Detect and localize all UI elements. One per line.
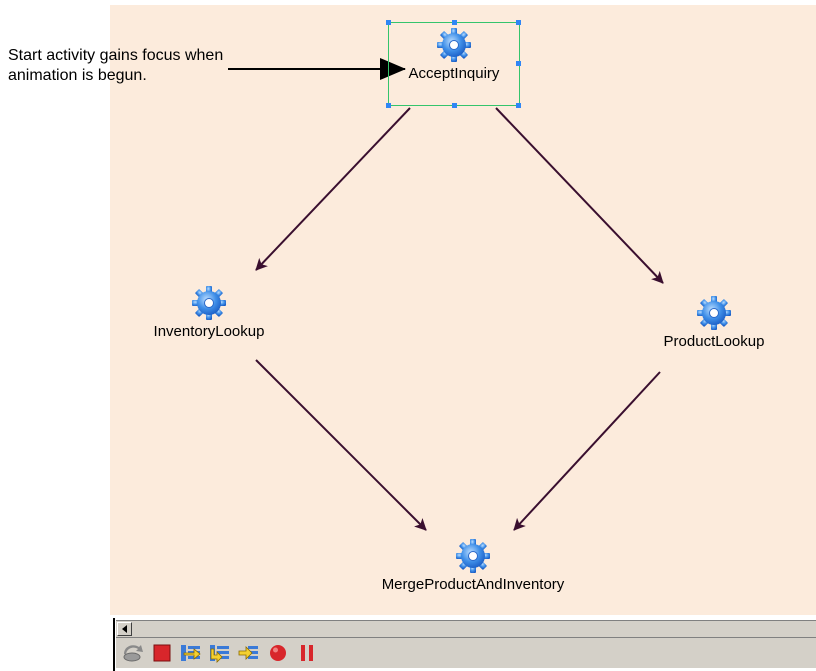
activity-merge-product-and-inventory[interactable]: MergeProductAndInventory	[338, 538, 608, 594]
selection-handle[interactable]	[516, 103, 521, 108]
step-over-button[interactable]	[209, 642, 231, 664]
animation-toolbar	[116, 638, 816, 668]
scroll-left-button[interactable]	[117, 622, 132, 636]
step-over-icon	[210, 645, 229, 663]
step-into-icon	[181, 645, 201, 661]
callout-line-1: Start activity gains focus when	[8, 47, 224, 64]
gear-icon	[436, 27, 472, 63]
activity-label: ProductLookup	[663, 333, 765, 350]
record-icon	[270, 645, 286, 661]
selection-handle[interactable]	[386, 103, 391, 108]
selection-handle[interactable]	[516, 20, 521, 25]
rewind-button[interactable]	[122, 642, 144, 664]
pause-button[interactable]	[296, 642, 318, 664]
activity-label: InventoryLookup	[153, 323, 265, 340]
activity-inventory-lookup[interactable]: InventoryLookup	[128, 285, 290, 341]
selection-handle[interactable]	[452, 103, 457, 108]
stop-button[interactable]	[151, 642, 173, 664]
gear-icon	[696, 295, 732, 331]
activity-label: MergeProductAndInventory	[381, 576, 565, 593]
activity-accept-inquiry[interactable]: AcceptInquiry	[386, 20, 521, 108]
callout-annotation: Start activity gains focus when animatio…	[8, 46, 223, 86]
stop-icon	[153, 644, 171, 662]
step-out-button[interactable]	[238, 642, 260, 664]
selection-handle[interactable]	[386, 20, 391, 25]
frame-edge	[113, 618, 115, 671]
pause-icon	[301, 645, 313, 661]
activity-product-lookup[interactable]: ProductLookup	[636, 295, 792, 351]
activity-label: AcceptInquiry	[408, 65, 500, 82]
rewind-icon	[123, 645, 143, 662]
horizontal-scrollbar[interactable]	[116, 620, 816, 638]
record-button[interactable]	[267, 642, 289, 664]
step-out-icon	[238, 646, 258, 660]
step-into-button[interactable]	[180, 642, 202, 664]
gear-icon	[191, 285, 227, 321]
gear-icon	[455, 538, 491, 574]
selection-handle[interactable]	[516, 61, 521, 66]
caret-left-icon	[121, 625, 127, 633]
callout-line-2: animation is begun.	[8, 67, 147, 84]
selection-handle[interactable]	[452, 20, 457, 25]
